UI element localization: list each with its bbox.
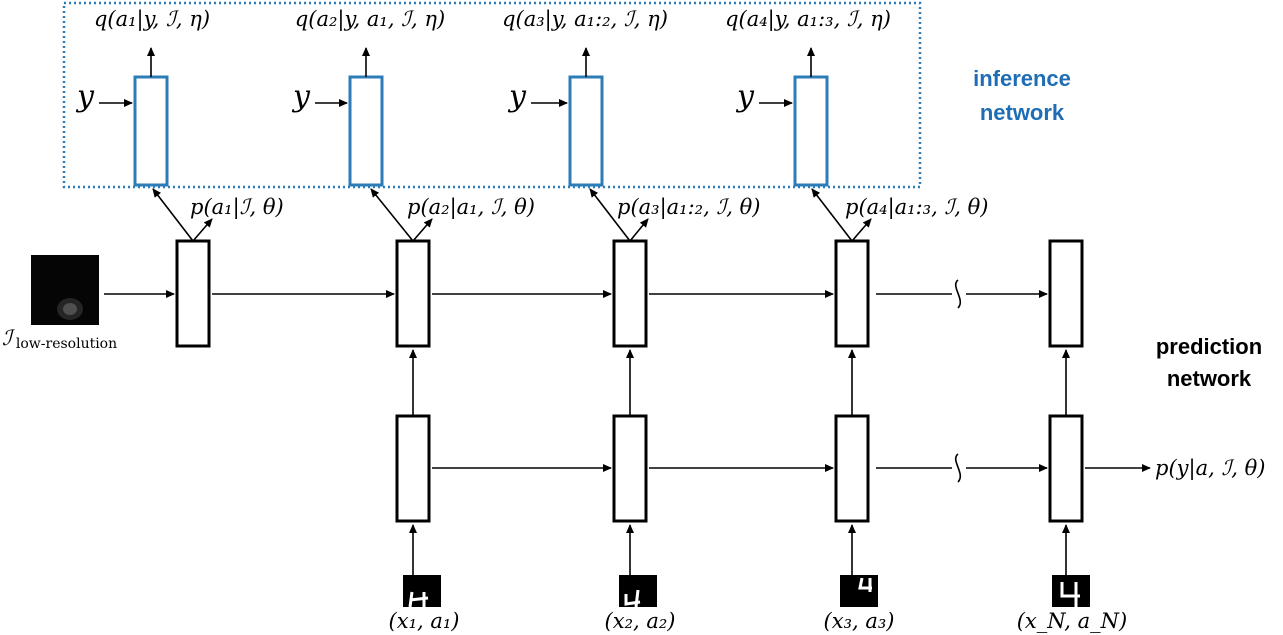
prediction-bottom-cell-2	[612, 414, 648, 523]
p-label-1: p(a₁|ℐ, θ)	[190, 195, 284, 220]
p-label-3: p(a₃|a₁:₂, ℐ, θ)	[617, 195, 760, 220]
inference-cell-3	[568, 75, 604, 187]
glimpse-label-4: (x_N, a_N)	[1017, 609, 1128, 633]
low-resolution-symbol: ℐ	[2, 326, 15, 350]
glimpse-image-4	[1052, 575, 1090, 607]
prediction-top-cell-4	[1048, 239, 1084, 348]
prior-output-arrow-3	[629, 218, 649, 242]
prediction-top-cell-0	[175, 239, 211, 348]
output-label: p(y|a, ℐ, θ)	[1155, 456, 1266, 481]
p-label-2: p(a₂|a₁, ℐ, θ)	[407, 195, 535, 220]
glimpse-image-3	[840, 575, 878, 607]
glimpse-label-1: (x₁, a₁)	[389, 609, 460, 633]
low-resolution-image-blob-glow	[57, 298, 83, 320]
y-input-label-2: y	[291, 79, 311, 114]
top-break-mark	[954, 279, 962, 309]
glimpse-label-3: (x₃, a₃)	[824, 609, 895, 633]
q-label-1: q(a₁|y, ℐ, η)	[94, 7, 210, 32]
prior-output-arrow-2	[412, 218, 433, 242]
prediction-network-label-line2: network	[1167, 366, 1252, 391]
prediction-top-cell-3	[834, 239, 870, 348]
prediction-network-label-line1: prediction	[1156, 334, 1262, 359]
q-label-2: q(a₂|y, a₁, ℐ, η)	[295, 7, 445, 32]
inference-cell-2	[348, 75, 384, 187]
prior-to-inference-arrow-3	[589, 188, 631, 242]
glimpse-image-2	[619, 575, 657, 608]
prediction-bottom-cell-1	[395, 414, 431, 523]
prior-to-inference-arrow-4	[811, 188, 853, 242]
prior-to-inference-arrow-2	[370, 188, 414, 242]
prediction-top-cell-1	[395, 239, 431, 348]
inference-cell-4	[793, 75, 829, 187]
prediction-bottom-cell-3	[834, 414, 870, 523]
prior-to-inference-arrow-1	[152, 188, 194, 242]
prior-output-arrow-1	[192, 218, 213, 242]
q-label-4: q(a₄|y, a₁:₃, ℐ, η)	[725, 7, 891, 32]
low-resolution-subscript: low-resolution	[16, 336, 117, 352]
y-input-label-1: y	[75, 79, 95, 114]
y-input-label-4: y	[735, 79, 755, 114]
y-input-label-3: y	[507, 79, 527, 114]
low-resolution-label: ℐ low-resolution	[2, 326, 117, 352]
inference-cell-1	[133, 75, 169, 187]
bottom-break-mark	[954, 453, 962, 483]
inference-network-label-line2: network	[980, 100, 1065, 125]
q-label-3: q(a₃|y, a₁:₂, ℐ, η)	[502, 7, 668, 32]
prediction-top-cell-2	[612, 239, 648, 348]
prior-output-arrow-4	[851, 218, 872, 242]
glimpse-label-2: (x₂, a₂)	[605, 609, 676, 633]
p-label-4: p(a₄|a₁:₃, ℐ, θ)	[845, 195, 988, 220]
glimpse-image-1	[403, 575, 441, 608]
prediction-bottom-cell-4	[1048, 414, 1084, 523]
inference-network-label-line1: inference	[973, 66, 1071, 91]
